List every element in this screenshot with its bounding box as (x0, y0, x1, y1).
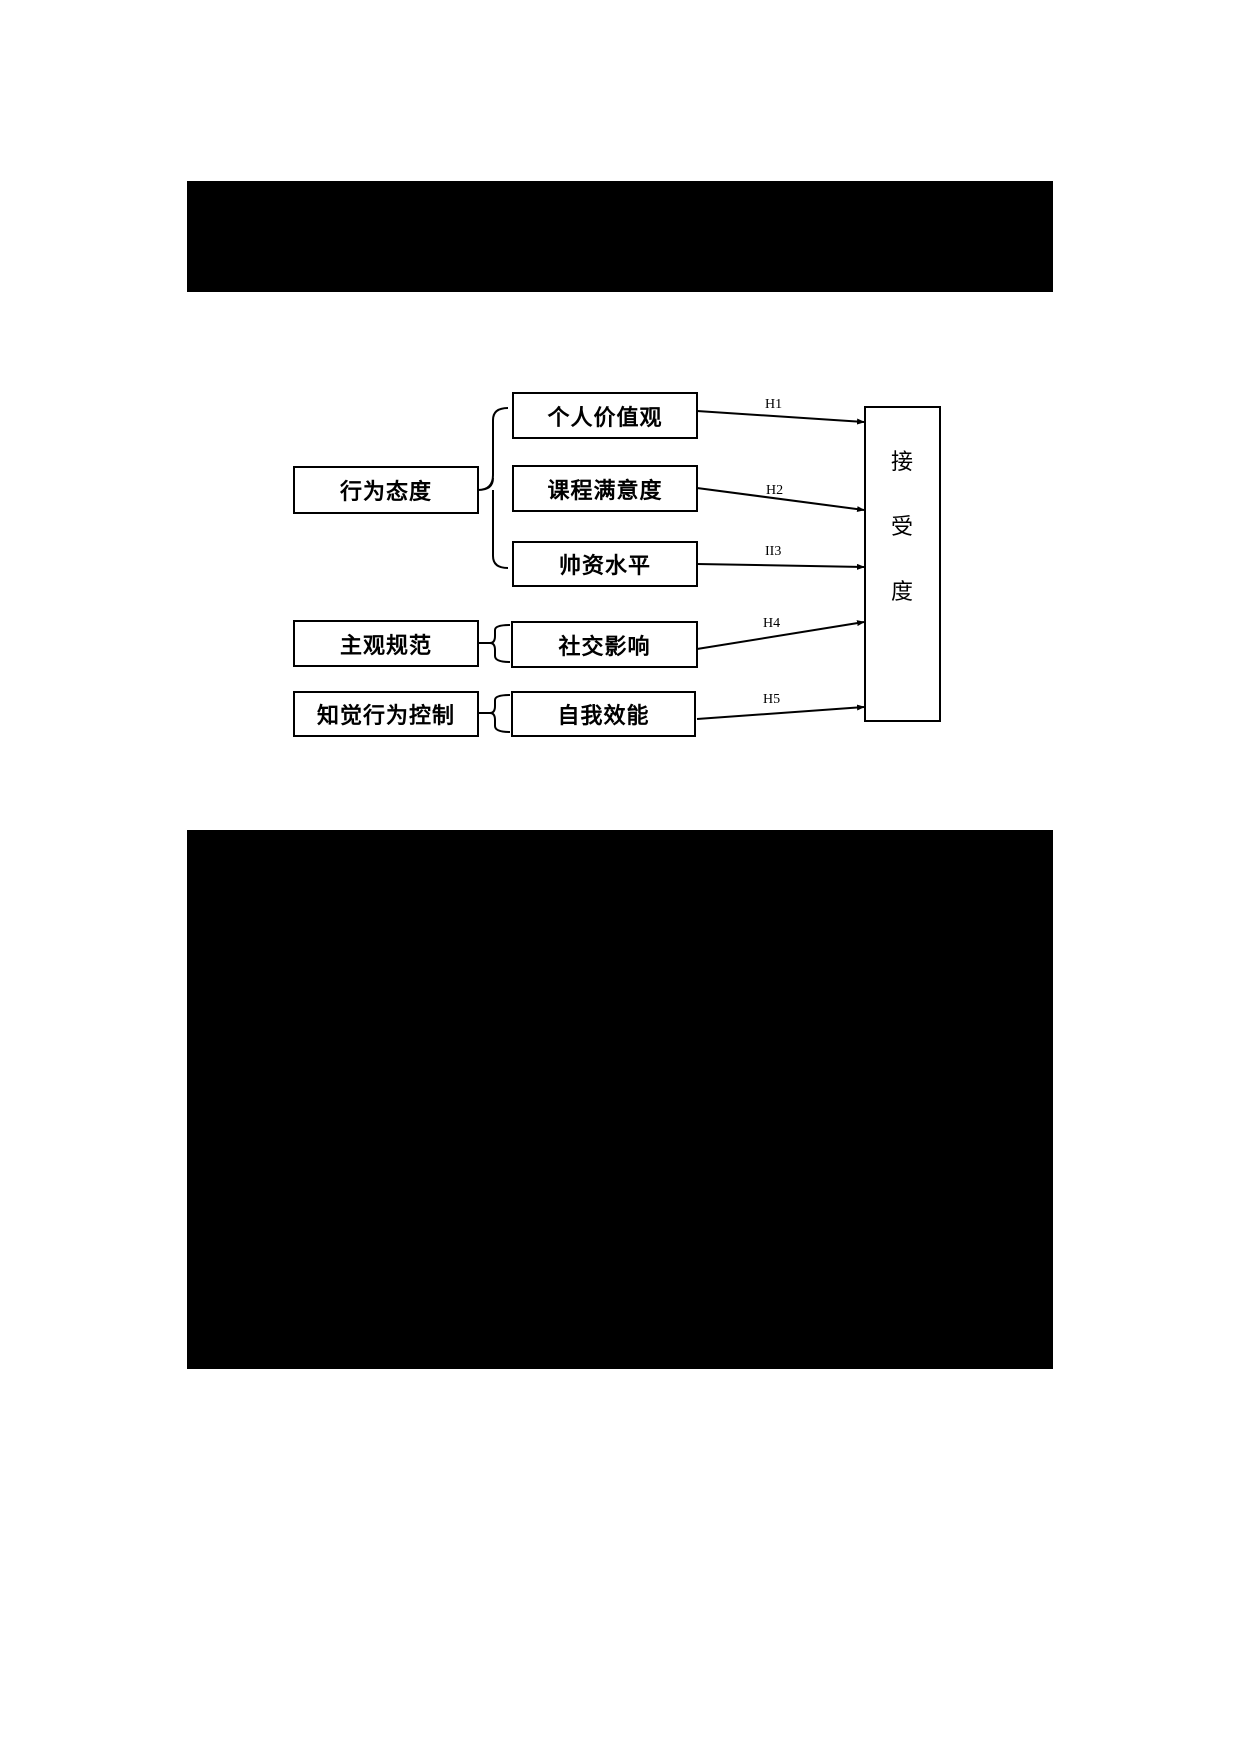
factor-personal-values: 个人价值观 (512, 392, 698, 439)
outcome-char-2: 受 (890, 515, 914, 540)
factor-social-influence-label: 社交影响 (558, 633, 651, 660)
arrow-h1 (696, 410, 865, 425)
outcome-char-3: 度 (890, 580, 914, 605)
hypothesis-label-h3: II3 (765, 544, 782, 559)
arrow-h4 (696, 620, 865, 650)
hypothesis-label-h2: H2 (766, 483, 784, 498)
construct-perceived-control: 知觉行为控制 (293, 691, 479, 737)
arrow-h3 (696, 563, 865, 570)
arrow-h5 (696, 704, 865, 720)
hypothesis-label-h5: H5 (763, 692, 781, 707)
construct-attitude-label: 行为态度 (339, 479, 432, 505)
factor-social-influence: 社交影响 (511, 621, 698, 668)
construct-attitude: 行为态度 (293, 466, 479, 514)
redacted-block-bottom (187, 830, 1053, 1369)
brace-perceived-control (478, 694, 511, 733)
redacted-block-top (187, 181, 1053, 292)
factor-faculty-level: 帅资水平 (512, 541, 698, 587)
construct-perceived-control-label: 知觉行为控制 (316, 703, 455, 729)
construct-subjective-norm-label: 主观规范 (339, 632, 432, 659)
brace-subjective-norm (478, 624, 511, 663)
factor-self-efficacy-label: 自我效能 (557, 703, 650, 729)
outcome-char-1: 接 (890, 450, 914, 475)
hypothesis-label-h1: H1 (765, 397, 783, 412)
hypothesis-label-h4: H4 (763, 616, 781, 631)
brace-attitude (477, 407, 509, 569)
factor-course-satisfaction-label: 课程满意度 (547, 477, 663, 504)
factor-course-satisfaction: 课程满意度 (512, 465, 698, 512)
factor-self-efficacy: 自我效能 (511, 691, 696, 737)
factor-faculty-level-label: 帅资水平 (558, 553, 651, 579)
factor-personal-values-label: 个人价值观 (547, 404, 663, 431)
outcome-acceptance: 接 受 度 (864, 406, 941, 722)
construct-subjective-norm: 主观规范 (293, 620, 479, 667)
